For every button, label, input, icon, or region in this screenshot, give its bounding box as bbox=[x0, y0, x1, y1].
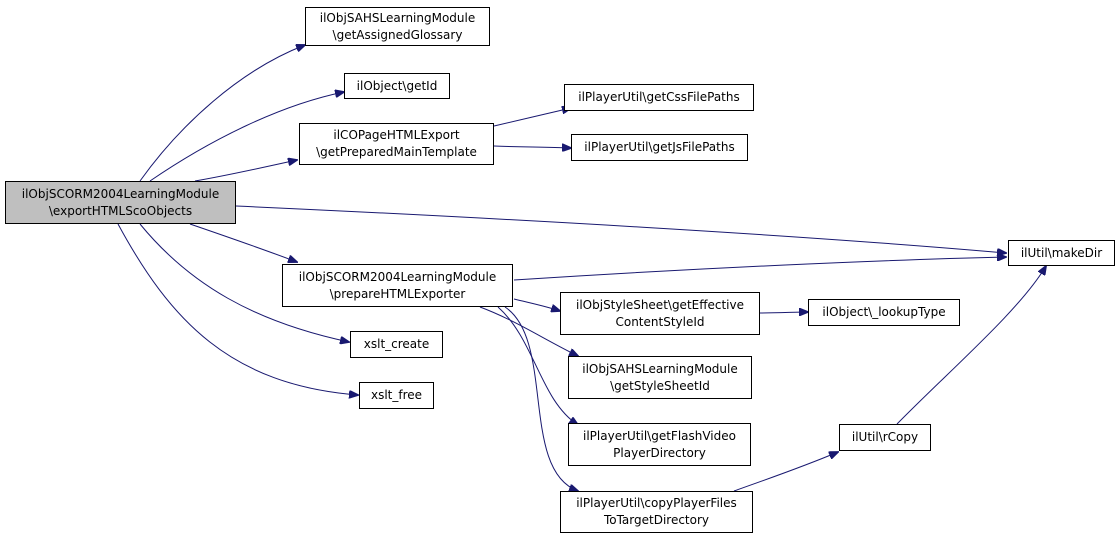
node-template-line2: \getPreparedMainTemplate bbox=[316, 145, 477, 159]
edge-preparedtemplate-to-js bbox=[493, 146, 571, 148]
edge-export-to-preparedtemplate bbox=[194, 160, 297, 182]
edge-preparehtml-to-flashvideo bbox=[497, 306, 578, 425]
node-css-label: ilPlayerUtil\getCssFilePaths bbox=[578, 90, 740, 104]
node-glossary-line2: \getAssignedGlossary bbox=[332, 27, 463, 42]
node-copyplayer-line1: ilPlayerUtil\copyPlayerFiles bbox=[576, 496, 737, 510]
edge-copyplayer-to-rcopy bbox=[733, 452, 838, 492]
node-get-style-sheet-id[interactable]: ilObjSAHSLearningModule \getStyleSheetId bbox=[568, 356, 752, 399]
node-make-dir[interactable]: ilUtil\makeDir bbox=[1008, 240, 1115, 266]
node-xslt-create[interactable]: xslt_create bbox=[350, 331, 443, 358]
node-export-html-sco-objects: ilObjSCORM2004LearningModule \exportHTML… bbox=[5, 181, 236, 224]
edge-effectivestyle-to-lookuptype bbox=[759, 312, 808, 313]
edge-preparehtml-to-copyplayer bbox=[504, 306, 578, 491]
node-get-assigned-glossary[interactable]: ilObjSAHSLearningModule \getAssignedGlos… bbox=[305, 7, 490, 46]
node-xsltcreate-label: xslt_create bbox=[363, 337, 430, 351]
node-stylesheet-line2: \getStyleSheetId bbox=[610, 378, 710, 393]
node-get-css-file-paths[interactable]: ilPlayerUtil\getCssFilePaths bbox=[564, 84, 754, 111]
node-lookup-type[interactable]: ilObject\_lookupType bbox=[808, 299, 960, 326]
edge-preparehtml-to-makedir bbox=[513, 257, 1006, 281]
node-prepare-line2: \prepareHTMLExporter bbox=[329, 286, 466, 301]
node-glossary-line1: ilObjSAHSLearningModule bbox=[319, 10, 476, 25]
node-get-effective-content-style-id[interactable]: ilObjStyleSheet\getEffective ContentStyl… bbox=[560, 292, 760, 335]
edge-export-to-preparehtml bbox=[189, 223, 297, 262]
node-xslt-free[interactable]: xslt_free bbox=[359, 382, 434, 409]
node-effective-line2: ContentStyleId bbox=[615, 314, 705, 329]
node-flash-line1: ilPlayerUtil\getFlashVideo bbox=[583, 428, 736, 443]
node-template-line1: ilCOPageHTMLExport bbox=[333, 128, 460, 142]
node-stylesheet-line1: ilObjSAHSLearningModule bbox=[582, 361, 738, 376]
node-flash-line2: PlayerDirectory bbox=[613, 445, 706, 460]
node-get-flash-video-player-directory[interactable]: ilPlayerUtil\getFlashVideo PlayerDirecto… bbox=[568, 423, 751, 466]
node-export-line2: \exportHTMLScoObjects bbox=[48, 203, 193, 218]
node-get-js-file-paths[interactable]: ilPlayerUtil\getJsFilePaths bbox=[571, 134, 748, 161]
node-getid-label: ilObject\getId bbox=[356, 78, 438, 93]
edge-preparehtml-to-stylesheetid bbox=[479, 306, 578, 356]
edge-preparedtemplate-to-css bbox=[493, 108, 571, 127]
edge-preparehtml-to-effectivestyle bbox=[513, 298, 560, 311]
node-js-label: ilPlayerUtil\getJsFilePaths bbox=[584, 140, 735, 154]
node-copyplayer-line2: ToTargetDirectory bbox=[603, 513, 710, 527]
node-r-copy[interactable]: ilUtil\rCopy bbox=[839, 424, 931, 451]
node-xsltfree-label: xslt_free bbox=[370, 388, 423, 402]
node-lookuptype-label: ilObject\_lookupType bbox=[822, 305, 946, 319]
node-rcopy-label: ilUtil\rCopy bbox=[851, 430, 919, 444]
node-copy-player-files[interactable]: ilPlayerUtil\copyPlayerFiles ToTargetDir… bbox=[560, 491, 753, 533]
node-prepare-line1: ilObjSCORM2004LearningModule bbox=[298, 269, 497, 284]
node-get-id[interactable]: ilObject\getId bbox=[344, 73, 450, 99]
edge-export-to-glossary bbox=[139, 45, 305, 182]
edge-export-to-makedir bbox=[235, 205, 1006, 253]
node-effective-line1: ilObjStyleSheet\getEffective bbox=[576, 297, 744, 312]
edge-export-to-getid bbox=[149, 92, 344, 182]
node-export-line1: ilObjSCORM2004LearningModule bbox=[21, 186, 220, 201]
edge-export-to-xsltfree bbox=[117, 223, 358, 395]
edge-export-to-xsltcreate bbox=[139, 223, 349, 342]
node-get-prepared-main-template[interactable]: ilCOPageHTMLExport \getPreparedMainTempl… bbox=[299, 123, 494, 165]
node-makedir-label: ilUtil\makeDir bbox=[1020, 245, 1103, 260]
node-prepare-html-exporter[interactable]: ilObjSCORM2004LearningModule \prepareHTM… bbox=[282, 264, 513, 307]
edge-rcopy-to-makedir bbox=[896, 266, 1046, 425]
